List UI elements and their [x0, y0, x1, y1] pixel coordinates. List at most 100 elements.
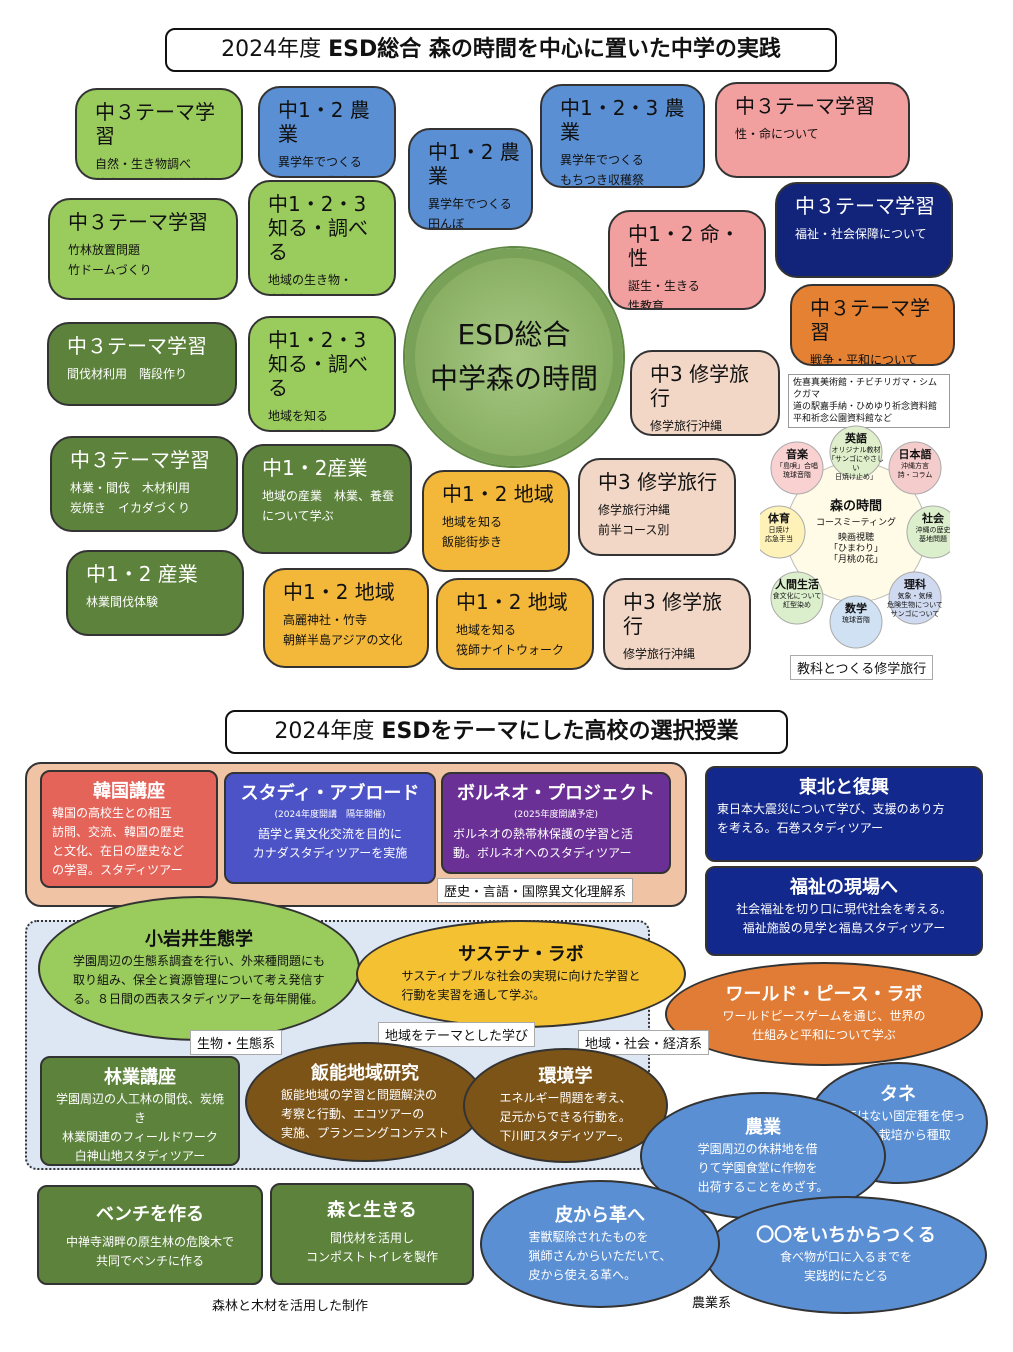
jh-card-body: 林業・間伐 木材利用 炭焼き イカダづくり: [70, 481, 191, 515]
welfare-title: 福祉の現場へ: [790, 877, 898, 898]
subjects-center-sub1: コースミーティング: [815, 518, 896, 528]
tohoku-card: 東北と復興 東日本大震災について学び、支援のあり方 を考える。石巻スタディツアー: [705, 766, 983, 862]
subject-desc: 「島唄」合唱 琉球音階: [776, 462, 818, 479]
study-abroad-body: 語学と異文化交流を目的に カナダスタディツアーを実施: [252, 827, 408, 860]
jh-card-body: 異学年でつくる もちつき収穫祭: [560, 153, 645, 187]
jh-card: 中３テーマ学習竹林放置問題 竹ドームづくり: [48, 198, 238, 300]
welfare-body: 社会福祉を切り口に現代社会を考える。 福祉施設の見学と福島スタディツアー: [736, 902, 952, 935]
jh-card-title: 中3 修学旅行: [598, 470, 718, 494]
forest-live-card: 森と生きる 間伐材を活用し コンポストトイレを製作: [270, 1183, 474, 1285]
hs-section-title: 2024年度 ESDをテーマにした高校の選択授業: [225, 710, 788, 754]
subjects-center-sub2: 映画視聴: [837, 533, 874, 543]
subject-name: 社会: [922, 512, 944, 525]
jh-card-title: 中1・2 農業: [428, 140, 520, 188]
korea-body: 韓国の高校生との相互 訪問、交流、韓国の歴史 と文化、在日の歴史など の学習。ス…: [52, 806, 185, 877]
jh-card-body: 地域を知る 近くの山歩き: [268, 409, 340, 430]
study-abroad-note: (2024年度開講 隔年開催): [274, 810, 386, 820]
koiwai-title: 小岩井生態学: [145, 929, 253, 950]
subject-item: 数学琉球音階: [826, 600, 886, 625]
jh-card-body: 修学旅行沖縄 南部戦跡巡り: [650, 419, 723, 433]
label-agri: 農業系: [692, 1296, 732, 1311]
borneo-card: ボルネオ・プロジェクト (2025年度開講予定) ボルネオの熱帯林保護の学習と活…: [441, 772, 671, 874]
welfare-card: 福祉の現場へ 社会福祉を切り口に現代社会を考える。 福祉施設の見学と福島スタディ…: [705, 866, 983, 956]
jh-card-title: 中1・2 地域: [442, 482, 554, 506]
jh-card: 中1・2 地域地域を知る 飯能街歩き: [422, 470, 570, 572]
subject-desc: 沖縄方言 詩・コラム: [897, 462, 933, 479]
world-peace-ellipse: ワールド・ピース・ラボ ワールドピースゲームを通じ、世界の 仕組みと平和について…: [665, 962, 983, 1066]
scratch-ellipse: 〇〇をいちからつくる 食べ物が口に入るまでを 実践的にたどる: [705, 1196, 987, 1314]
jh-card-title: 中1・2・3 知る・調べる: [268, 192, 368, 264]
koiwai-ellipse: 小岩井生態学 学園周辺の生態系調査を行い、外来種問題にも 取り組み、保全と資源管…: [38, 896, 360, 1041]
subject-name: 英語: [845, 432, 867, 445]
tane-title: タネ: [880, 1083, 916, 1105]
jh-card-title: 中1・2・3 知る・調べる: [268, 328, 368, 400]
jh-card-body: 誕生・生きる 性教育: [628, 279, 700, 310]
jh-card-body: 修学旅行沖縄 島唄の合唱: [623, 647, 696, 668]
jh-card-body: 林業間伐体験: [86, 595, 159, 609]
leather-body: 害獣駆除されたものを 猟師さんからいただいて、 皮から使える革へ。: [528, 1229, 672, 1282]
hanno-body: 飯能地域の学習と問題解決の 考察と行動、エコツアーの 実施、プランニングコンテス…: [280, 1087, 449, 1140]
jh-card-title: 中1・2 産業: [86, 562, 198, 586]
jh-card-body: 性・命について: [735, 127, 819, 141]
tohoku-title: 東北と復興: [799, 777, 889, 798]
subject-name: 理科: [904, 578, 926, 591]
jh-card-body: 地域を知る 飯能街歩き: [442, 515, 503, 549]
jh-card: 中1・2 地域地域を知る 筏師ナイトウォーク: [436, 578, 594, 670]
jh-card-title: 中3 修学旅行: [623, 590, 723, 638]
jh-card-body: 福祉・社会保障について: [795, 227, 927, 241]
hs-title-year: 2024年度: [274, 719, 375, 744]
hanno-title: 飯能地域研究: [311, 1062, 419, 1084]
jh-card-body: 修学旅行沖縄 前半コース別: [598, 503, 671, 537]
jh-card-title: 中1・2・3 農業: [560, 96, 685, 144]
label-culture: 歴史・言語・国際異文化理解系: [437, 878, 634, 903]
jh-card-body: 異学年でつくる 田んぼ: [428, 197, 512, 230]
center-circle: ESD総合 中学森の時間: [405, 248, 623, 466]
env-title: 環境学: [538, 1066, 593, 1087]
jh-card-title: 中３テーマ学習: [810, 296, 930, 344]
subject-desc: 沖縄の歴史 基地問題: [915, 526, 951, 543]
jh-card-title: 中1・2 農業: [278, 98, 370, 146]
jh-card: 中1・2 農業異学年でつくる 田んぼ: [408, 128, 533, 230]
subject-desc: 日焼け 応急手当: [765, 526, 793, 543]
jh-title-text: ESD総合 森の時間を中心に置いた中学の実践: [328, 37, 781, 62]
jh-card: 中1・2 命・性誕生・生きる 性教育: [608, 210, 766, 310]
jh-card-body: 間伐材利用 階段作り: [67, 367, 188, 381]
subject-name: 数学: [845, 602, 867, 615]
world-peace-body: ワールドピースゲームを通じ、世界の 仕組みと平和について学ぶ: [722, 1009, 926, 1042]
subjects-center: 森の時間 コースミーティング 映画視聴 「ひまわり」 「月桃の花」: [810, 495, 902, 566]
study-abroad-title: スタディ・アブロード: [240, 783, 420, 804]
jh-card-body: 自然・生き物調べ 外来種 小岩井博物館: [95, 157, 215, 178]
okinawa-note: 佐喜真美術館・チビチリガマ・シムクガマ 道の駅嘉手納・ひめゆり祈念資料館 平和祈…: [788, 374, 950, 428]
leather-ellipse: 皮から革へ 害獣駆除されたものを 猟師さんからいただいて、 皮から使える革へ。: [480, 1180, 720, 1308]
jh-card-body: 地域の産業 林業、養蚕 について学ぶ: [262, 489, 395, 523]
hanno-ellipse: 飯能地域研究 飯能地域の学習と問題解決の 考察と行動、エコツアーの 実施、プラン…: [245, 1042, 485, 1162]
korea-title: 韓国講座: [93, 781, 165, 802]
jh-card-title: 中3 修学旅行: [650, 362, 750, 410]
env-ellipse: 環境学 エネルギー問題を考え、 足元からできる行動を。 下川町スタディツアー。: [463, 1048, 668, 1163]
borneo-note: (2025年度開講予定): [514, 810, 598, 820]
jh-card-body: 高麗神社・竹寺 朝鮮半島アジアの文化: [283, 613, 403, 647]
forest-live-title: 森と生きる: [327, 1200, 417, 1221]
subject-desc: 食文化について 紅型染め: [772, 592, 822, 609]
jh-card: 中３テーマ学習林業・間伐 木材利用 炭焼き イカダづくり: [50, 436, 238, 532]
bench-body: 中禅寺湖畔の原生林の危険木で 共同でベンチに作る: [65, 1235, 234, 1268]
jh-title-year: 2024年度: [221, 37, 322, 62]
label-wood: 森林と木材を活用した制作: [212, 1299, 369, 1314]
subject-name: 音楽: [786, 448, 808, 461]
bench-card: ベンチを作る 中禅寺湖畔の原生林の危険木で 共同でベンチに作る: [37, 1185, 263, 1285]
scratch-title: 〇〇をいちからつくる: [756, 1225, 936, 1246]
subject-item: 理科気象・気候 危険生物について サンゴについて: [885, 576, 945, 619]
farm-body: 学園周辺の休耕地を借 りて学園食堂に作物を 出荷することをめざす。: [697, 1141, 829, 1194]
jh-card-body: 戦争・平和について: [810, 353, 918, 366]
subject-item: 音楽「島唄」合唱 琉球音階: [767, 446, 827, 480]
forestry-body: 学園周辺の人工林の間伐、炭焼き 林業関連のフィールドワーク 白神山地スタディツア…: [55, 1092, 224, 1163]
env-body: エネルギー問題を考え、 足元からできる行動を。 下川町スタディツアー。: [499, 1091, 632, 1143]
forestry-title: 林業講座: [104, 1067, 176, 1088]
sustena-ellipse: サステナ・ラボ サスティナブルな社会の実現に向けた学習と 行動を実習を通して学ぶ…: [356, 920, 686, 1028]
jh-card-title: 中３テーマ学習: [795, 194, 935, 218]
borneo-body: ボルネオの熱帯林保護の学習と活 動。ボルネオへのスタディツアー: [453, 827, 634, 860]
